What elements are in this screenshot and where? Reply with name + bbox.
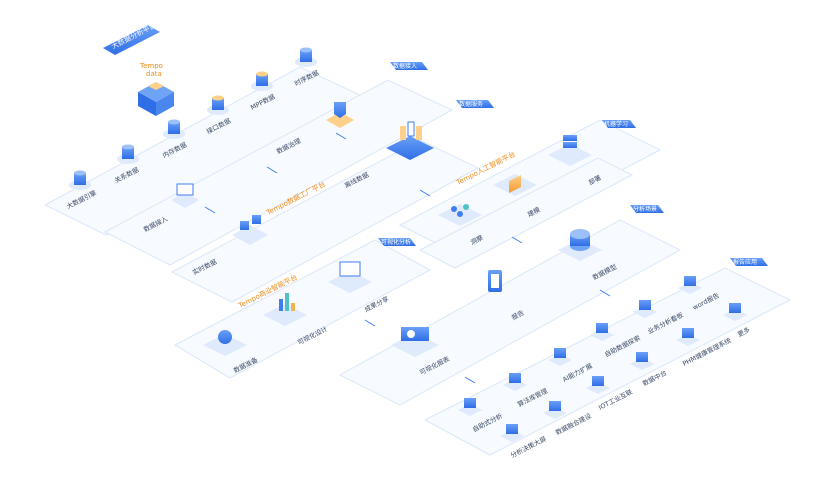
tag-data-service: 数据服务 [456, 100, 494, 108]
svg-text:报告应用: 报告应用 [733, 258, 757, 266]
ai-item-2: 部署 [548, 135, 603, 187]
platform-logo: 大数据分析平台 Tempo data [103, 21, 174, 116]
apps-panel [423, 267, 792, 456]
logo-text-1: Tempo [139, 62, 163, 70]
svg-text:数据服务: 数据服务 [459, 100, 483, 108]
tag-bi: 可视化分析 [378, 238, 416, 246]
logo-text-2: data [146, 70, 162, 78]
flow-arrows [204, 132, 611, 384]
tag-ops: 机器学习 [602, 120, 636, 128]
analysis-panel [338, 219, 682, 406]
tag-analysis: 分析场景 [630, 205, 664, 213]
svg-text:机器学习: 机器学习 [604, 120, 628, 128]
tag-apps: 报告应用 [730, 258, 768, 266]
svg-text:分析场景: 分析场景 [633, 205, 657, 213]
tag-data-access: 数据接入 [390, 62, 428, 70]
svg-text:数据接入: 数据接入 [393, 62, 417, 70]
data-factory-panel [103, 79, 480, 303]
source-item-0: 大数据引擎 [65, 170, 98, 211]
svg-text:可视化分析: 可视化分析 [381, 238, 411, 246]
